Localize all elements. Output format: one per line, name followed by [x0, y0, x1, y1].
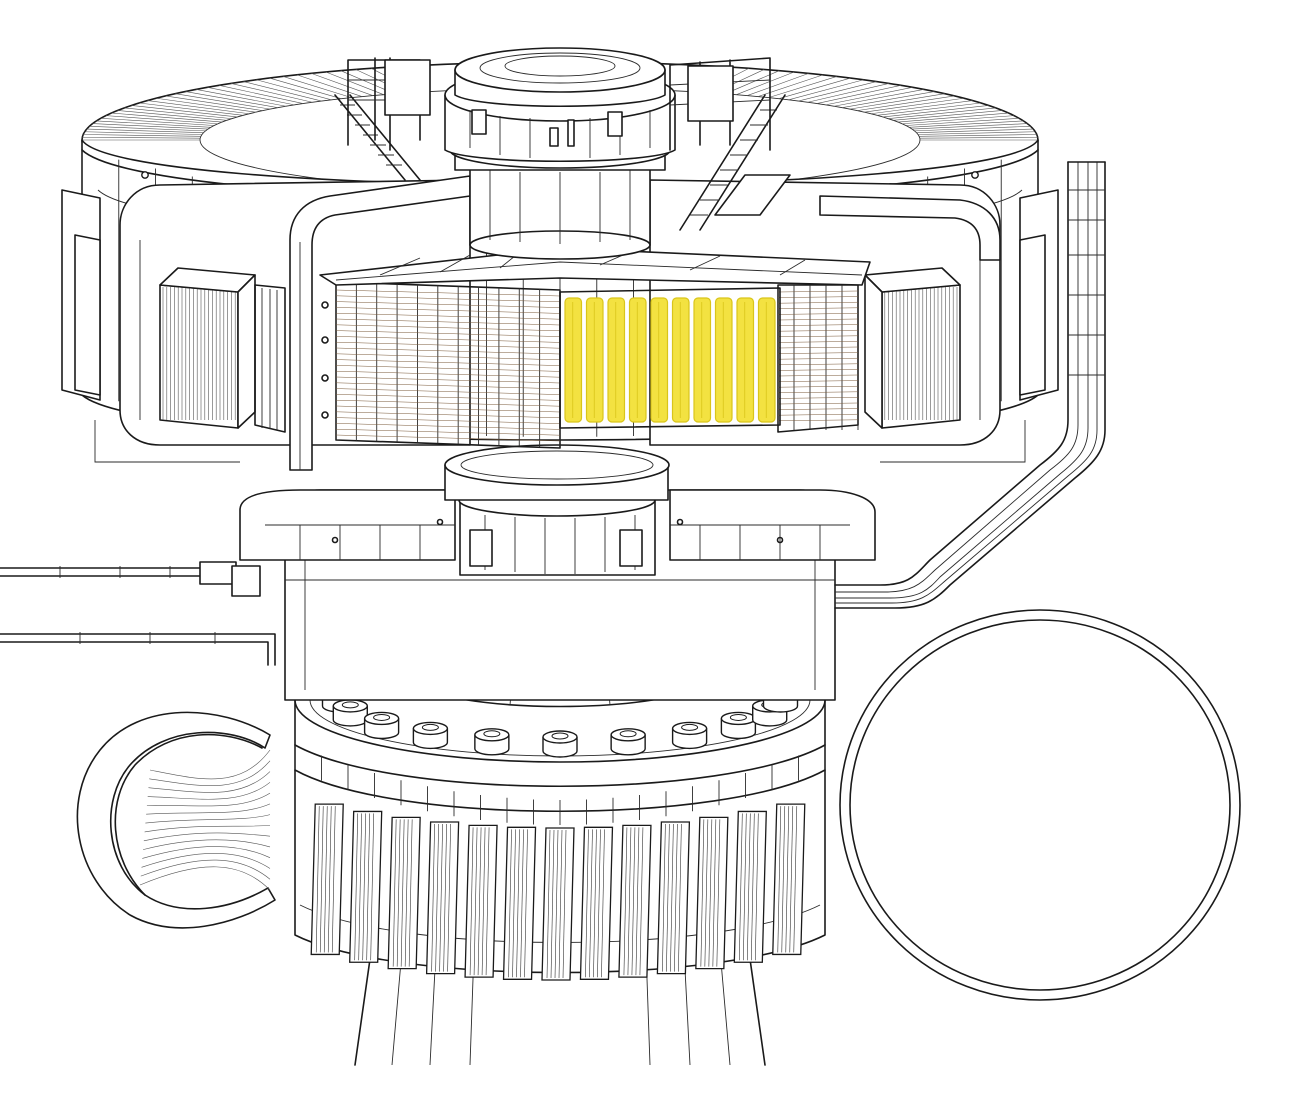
stator-core-left	[159, 267, 256, 429]
runner-vane	[425, 821, 460, 975]
stator-core-right	[864, 267, 961, 429]
spiral-casing-inlet-left	[76, 711, 276, 929]
rotor-pole	[736, 297, 755, 423]
cable-duct-right	[834, 161, 1106, 609]
runner-vane	[618, 824, 652, 978]
runner-vane	[656, 821, 691, 975]
main-shaft	[444, 444, 670, 576]
runner-vane	[772, 803, 806, 956]
stator-winding-front	[335, 281, 561, 449]
rotor-pole	[564, 297, 583, 423]
stator-winding-left	[254, 284, 286, 433]
wicket-gate-cap	[671, 721, 708, 736]
stator-winding-right	[777, 284, 859, 433]
cooling-pipes-left	[0, 561, 276, 666]
stair-right	[669, 57, 791, 231]
rotor-pole	[693, 297, 712, 423]
rotor-pole	[607, 297, 626, 423]
rotor-pole	[650, 297, 669, 423]
stair-left	[334, 57, 431, 181]
spiral-casing-ring-right	[839, 609, 1241, 1001]
rotor-poles-highlighted	[559, 287, 781, 429]
runner-vane	[464, 824, 498, 978]
wicket-gate-cap	[412, 721, 449, 736]
lower-bracket-arms	[239, 489, 876, 561]
frame-bolt	[971, 171, 979, 179]
rotor-pole	[757, 297, 776, 423]
wicket-gate-cap	[474, 728, 510, 742]
runner-vane	[579, 826, 614, 980]
rotor-pole	[585, 297, 604, 423]
runner-vane	[502, 826, 537, 980]
runner-vane	[541, 827, 575, 981]
wicket-gate-cap	[610, 728, 646, 742]
wicket-gate-cap	[542, 730, 578, 744]
wicket-gate-cap	[363, 711, 400, 726]
runner-vane	[387, 816, 421, 970]
runner-vane	[349, 810, 383, 963]
frame-base-lines	[94, 420, 1026, 463]
runner-vane	[310, 803, 344, 956]
rotor-pole	[628, 297, 647, 423]
rotor-pole	[714, 297, 733, 423]
runner-vane	[733, 810, 767, 963]
rotor-pole	[671, 297, 690, 423]
runner-vane	[695, 816, 729, 970]
exciter-housing	[444, 47, 676, 163]
frame-bolt	[141, 171, 149, 179]
